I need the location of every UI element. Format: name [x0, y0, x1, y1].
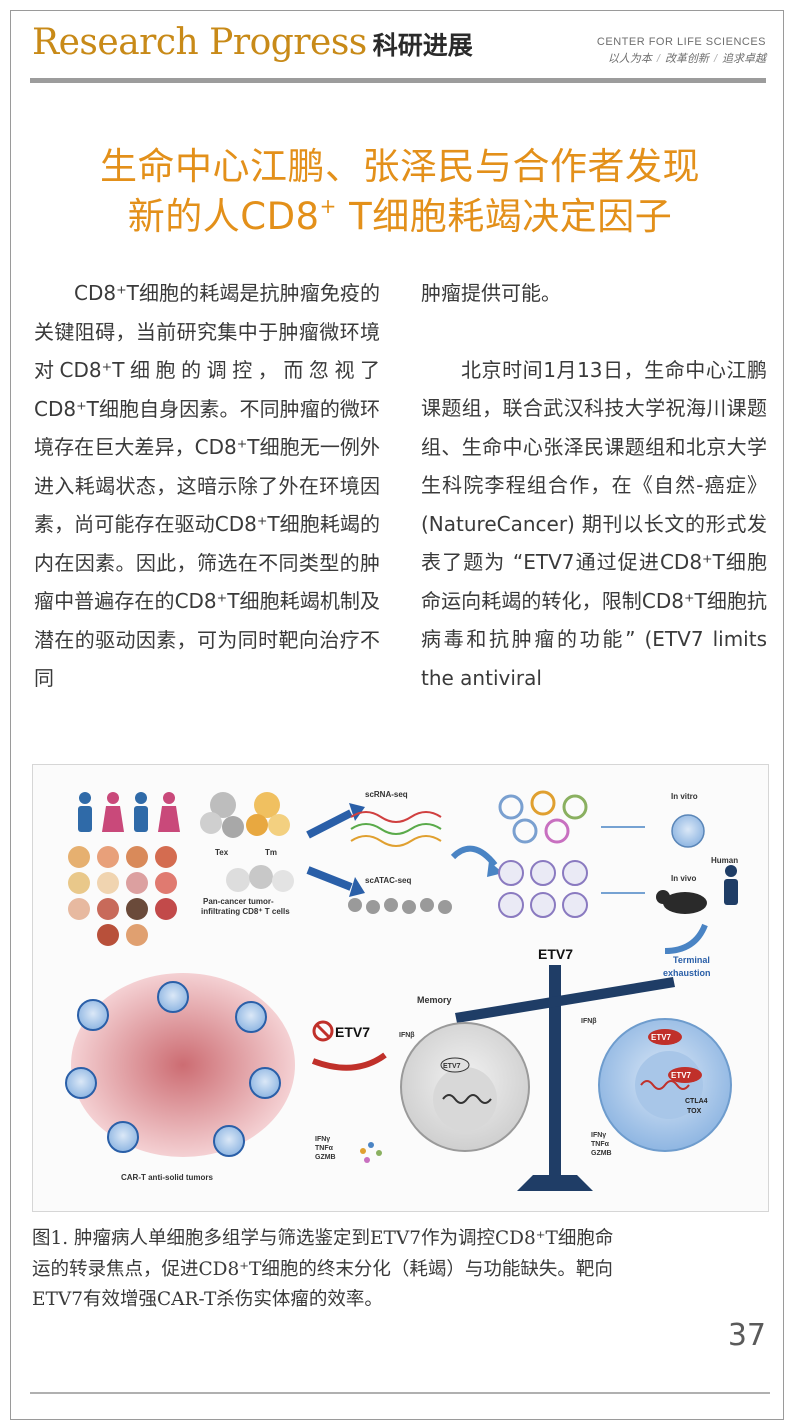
label-ifnb: IFNβ	[399, 1032, 415, 1039]
body-column-right: 肿瘤提供可能。 北京时间1月13日，生命中心江鹏课题组，联合武汉科技大学祝海川课…	[421, 274, 767, 697]
label-terminal: exhaustion	[663, 968, 711, 978]
figure-illustration: Tex Tm Pan-cancer tumor- infiltrating CD…	[65, 790, 738, 1191]
label-scrna: scRNA-seq	[365, 790, 408, 799]
body-column-left: CD8⁺T细胞的耗竭是抗肿瘤免疫的关键阻碍，当前研究集中于肿瘤微环境对CD8⁺T…	[34, 274, 380, 698]
caption-line: 运的转录焦点，促进CD8⁺T细胞的终末分化（耗竭）与功能缺失。靶向	[32, 1258, 613, 1280]
figure-caption: 图1. 肿瘤病人单细胞多组学与筛选鉴定到ETV7作为调控CD8⁺T细胞命 运的转…	[32, 1224, 772, 1316]
section-title-cn: 科研进展	[372, 31, 473, 60]
page-number: 37	[727, 1318, 766, 1353]
footer-rule	[30, 1392, 770, 1394]
title-line: 生命中心江鹏、张泽民与合作者发现	[100, 145, 700, 188]
label-human: Human	[711, 856, 738, 865]
cytokine-dots	[360, 1142, 382, 1163]
title-text: 新的人CD8	[127, 195, 320, 238]
rna-waves	[350, 811, 442, 847]
caption-line: ETV7有效增强CAR-T杀伤实体瘤的效率。	[32, 1289, 383, 1310]
label-etv7: ETV7	[538, 946, 573, 962]
human-icon	[724, 865, 738, 905]
slogan: 追求卓越	[722, 53, 766, 65]
label-etv7-small: ETV7	[651, 1033, 672, 1042]
label-in-vivo: In vivo	[671, 874, 696, 883]
label-tox: TOX	[687, 1108, 702, 1115]
arrow-icon	[306, 809, 353, 839]
t-cell-icon	[671, 814, 705, 848]
label-terminal: Terminal	[673, 955, 710, 965]
slogan: 改革创新	[664, 53, 709, 65]
title-sup: +	[319, 194, 337, 218]
header-brand: CENTER FOR LIFE SCIENCES 以人为本/改革创新/追求卓越	[597, 36, 766, 66]
page-frame	[10, 10, 784, 1420]
label-cytokine: TNFα	[591, 1141, 610, 1148]
tex-tm-cells	[200, 792, 290, 838]
dna-icon	[442, 1094, 492, 1104]
header-rule	[30, 78, 766, 83]
paragraph: 肿瘤提供可能。	[421, 281, 561, 305]
section-title: Research Progress	[32, 22, 367, 63]
dna-icon	[640, 1080, 690, 1090]
slogans: 以人为本/改革创新/追求卓越	[607, 53, 766, 65]
lymphocyte-cluster	[226, 865, 294, 892]
label-tex: Tex	[215, 848, 229, 857]
title-text: T细胞耗竭决定因子	[336, 195, 673, 238]
curved-arrow-icon	[311, 1052, 387, 1071]
label-cytokine: IFNγ	[591, 1132, 606, 1139]
label-scatac: scATAC-seq	[365, 876, 411, 885]
figure: Tex Tm Pan-cancer tumor- infiltrating CD…	[32, 764, 769, 1212]
human-silhouette-icons	[78, 792, 180, 832]
center-name: CENTER FOR LIFE SCIENCES	[596, 36, 766, 48]
caption-line: 图1. 肿瘤病人单细胞多组学与筛选鉴定到ETV7作为调控CD8⁺T细胞命	[32, 1228, 614, 1249]
nucleus-icon	[433, 1067, 497, 1131]
plasmid-icons	[498, 790, 588, 844]
label-cytokine: GZMB	[591, 1150, 612, 1157]
balance-scale	[455, 965, 675, 1191]
label-cytokine: IFNγ	[315, 1136, 330, 1143]
paragraph: CD8⁺T细胞的耗竭是抗肿瘤免疫的关键阻碍，当前研究集中于肿瘤微环境对CD8⁺T…	[34, 281, 381, 690]
label-ctla4: CTLA4	[685, 1098, 708, 1105]
label-ifnb: IFNβ	[581, 1018, 597, 1025]
label-cart: CAR-T anti-solid tumors	[121, 1173, 214, 1182]
mouse-icon	[663, 892, 707, 914]
paragraph: 北京时间1月13日，生命中心江鹏课题组，联合武汉科技大学祝海川课题组、生命中心张…	[421, 357, 768, 690]
virus-particles	[498, 860, 588, 918]
curved-arrow-icon	[450, 845, 498, 867]
label-memory: Memory	[417, 995, 452, 1005]
curved-arrow-icon	[664, 923, 708, 954]
chromatin-icons	[348, 898, 452, 914]
label-etv7-small: ETV7	[671, 1071, 692, 1080]
arrow-head-icon	[349, 803, 365, 821]
label-no-etv7: ETV7	[335, 1024, 370, 1040]
label-pan-cancer: Pan-cancer tumor-	[203, 897, 274, 906]
label-etv7-small: ETV7	[443, 1063, 461, 1070]
title-line: 新的人CD8+ T细胞耗竭决定因子	[30, 192, 770, 242]
label-tm: Tm	[265, 848, 277, 857]
car-t-cells	[65, 981, 281, 1157]
label-in-vitro: In vitro	[671, 792, 698, 801]
label-cytokine: TNFα	[315, 1145, 334, 1152]
arrow-head-icon	[349, 877, 365, 897]
slogan: 以人为本	[607, 53, 652, 65]
label-pan-cancer: infiltrating CD8⁺ T cells	[201, 907, 290, 916]
arrow-icon	[306, 866, 353, 891]
article-title: 生命中心江鹏、张泽民与合作者发现 新的人CD8+ T细胞耗竭决定因子	[30, 142, 770, 242]
organ-icons	[68, 846, 177, 946]
label-cytokine: GZMB	[315, 1154, 336, 1161]
no-etv7-badge	[312, 1020, 334, 1042]
